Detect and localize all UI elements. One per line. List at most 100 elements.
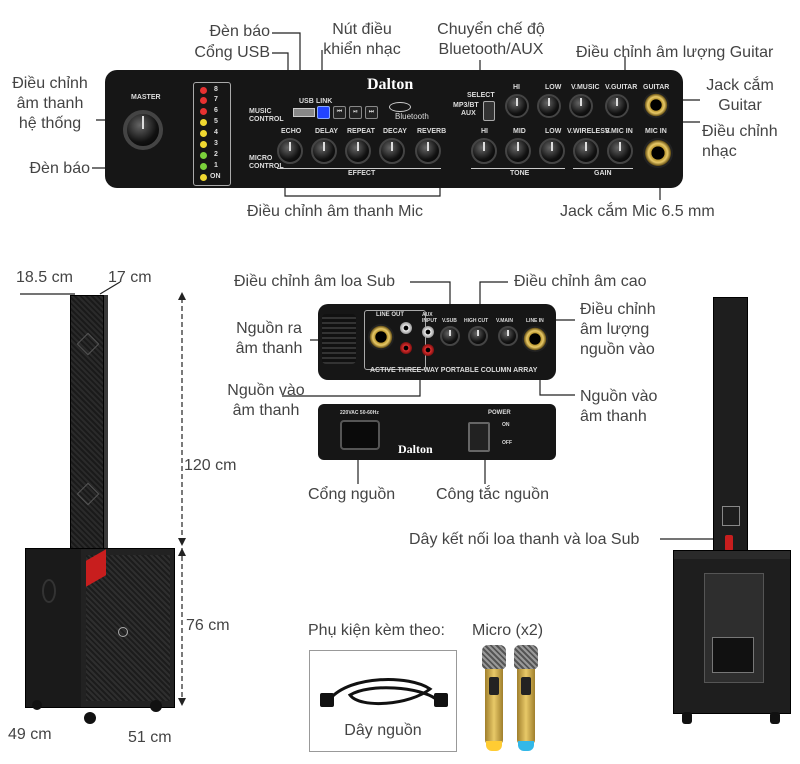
mic-in-label: MIC IN — [645, 128, 667, 135]
sub-volume-knob[interactable] — [440, 326, 460, 346]
tone-label-mid: MID — [513, 128, 526, 135]
microphone-2-display — [521, 677, 531, 695]
decay-knob[interactable] — [379, 138, 405, 164]
power-inlet[interactable] — [340, 420, 380, 450]
echo-knob[interactable] — [277, 138, 303, 164]
led-label-7: 7 — [214, 96, 218, 103]
effect-group-line — [277, 168, 441, 169]
cooling-fins — [322, 314, 356, 364]
usb-port[interactable] — [293, 108, 315, 117]
label-dieu-chinh-cao: Điều chỉnh âm cao — [514, 273, 647, 290]
label-cong-nguon: Cổng nguồn — [308, 486, 396, 503]
v-main-label: V.MAIN — [496, 318, 514, 324]
power-switch[interactable] — [468, 422, 490, 452]
power-panel-brand: Dalton — [398, 442, 433, 456]
music-volume-knob[interactable] — [569, 94, 593, 118]
subwoofer-logo — [118, 627, 128, 637]
effect-label-echo: ECHO — [281, 128, 302, 135]
label-nut-dieu-khien: Nút điều khiển nhạc — [323, 21, 401, 58]
main-volume-knob[interactable] — [498, 326, 518, 346]
tone-low-knob[interactable] — [539, 138, 565, 164]
off-label: OFF — [502, 440, 512, 446]
play-pause-button[interactable]: ⏯ — [349, 106, 362, 119]
mode-select-switch[interactable] — [483, 101, 495, 121]
power-cord-icon — [320, 678, 448, 707]
music-hi-knob[interactable] — [505, 94, 529, 118]
led-4 — [200, 130, 207, 137]
label-dieu-chinh-mic: Điều chỉnh âm thanh Mic — [246, 203, 424, 220]
wireless-volume-knob[interactable] — [573, 138, 599, 164]
led-label-1: 1 — [214, 162, 218, 169]
column-speaker-front — [70, 295, 104, 552]
subwoofer-grille — [86, 555, 170, 701]
reverb-knob[interactable] — [415, 138, 441, 164]
led-label-on: ON — [210, 173, 221, 180]
line-out-rca-red[interactable] — [400, 342, 412, 354]
music-knob-label-low: LOW — [545, 84, 562, 91]
subwoofer-side — [26, 549, 81, 707]
label-jack-guitar: Jack cắm Guitar — [706, 77, 774, 114]
label-nguon-ra: Nguồn ra âm thanh — [235, 320, 303, 357]
led-label-6: 6 — [214, 107, 218, 114]
link-button[interactable] — [317, 106, 330, 119]
wheel-front-left — [32, 700, 42, 710]
music-low-knob[interactable] — [537, 94, 561, 118]
line-out-rca-white[interactable] — [400, 322, 412, 334]
music-control-label: MUSIC CONTROL — [249, 108, 284, 123]
label-dieu-chinh-he-thong: Điều chỉnh âm thanh hệ thống — [12, 75, 88, 132]
effect-group-label: EFFECT — [345, 170, 379, 177]
next-button[interactable]: ⏭ — [365, 106, 378, 119]
aux-input-label: AUX INPUT — [422, 312, 437, 324]
tone-group-line — [471, 168, 565, 169]
led-6 — [200, 108, 207, 115]
aux-input-rca-white[interactable] — [422, 326, 434, 338]
mic-in-jack[interactable] — [643, 138, 673, 168]
tone-group-label: TONE — [507, 170, 533, 177]
bluetooth-label: Bluetooth — [395, 112, 429, 121]
microphone-2-ring — [518, 741, 534, 751]
led-label-4: 4 — [214, 129, 218, 136]
line-out-jack[interactable] — [368, 324, 394, 350]
high-cut-knob[interactable] — [468, 326, 488, 346]
line-in-jack[interactable] — [522, 326, 548, 352]
on-label: ON — [502, 422, 510, 428]
guitar-jack[interactable] — [643, 92, 669, 118]
column-diamond-pattern-bottom — [76, 482, 100, 506]
tone-mid-knob[interactable] — [505, 138, 531, 164]
label-cable: Dây kết nối loa thanh và loa Sub — [409, 531, 640, 548]
microphone-1-head — [482, 645, 506, 669]
repeat-knob[interactable] — [345, 138, 371, 164]
master-label: MASTER — [131, 94, 161, 101]
subwoofer-rear-top-edge — [674, 551, 790, 559]
label-cong-tac: Công tắc nguồn — [436, 486, 549, 503]
guitar-volume-knob[interactable] — [605, 94, 629, 118]
rear-panel-title: ACTIVE THREE-WAY PORTABLE COLUMN ARRAY — [370, 367, 538, 374]
led-label-8: 8 — [214, 86, 218, 93]
tone-hi-knob[interactable] — [471, 138, 497, 164]
effect-label-decay: DECAY — [383, 128, 407, 135]
prev-button[interactable]: ⏮ — [333, 106, 346, 119]
label-nguon-vao-left: Nguồn vào âm thanh — [227, 382, 305, 419]
aux-input-rca-red[interactable] — [422, 344, 434, 356]
label-dieu-chinh-guitar: Điều chỉnh âm lượng Guitar — [576, 44, 774, 61]
label-dieu-chinh-nhac: Điều chỉnh nhạc — [702, 123, 778, 160]
effect-label-repeat: REPEAT — [347, 128, 375, 135]
label-dieu-chinh-sub: Điều chỉnh âm loa Sub — [234, 273, 395, 290]
bluetooth-icon — [389, 102, 411, 112]
label-cong-usb: Cổng USB — [194, 44, 270, 61]
microphone-2 — [514, 645, 538, 753]
dim-width-sub: 51 cm — [128, 729, 172, 746]
power-cord-label: Dây nguồn — [344, 722, 422, 739]
master-knob[interactable] — [123, 110, 163, 150]
column-speaker-rear — [713, 297, 748, 551]
led-1 — [200, 163, 207, 170]
delay-knob[interactable] — [311, 138, 337, 164]
effect-label-reverb: REVERB — [417, 128, 447, 135]
led-on — [200, 174, 207, 181]
gain-label-wireless: V.WIRELESS — [567, 128, 610, 135]
dim-depth-top: 18.5 cm — [16, 269, 73, 286]
microphone-1-display — [489, 677, 499, 695]
column-diamond-pattern-top — [76, 332, 100, 356]
gain-group-label: GAIN — [591, 170, 615, 177]
mic-in-volume-knob[interactable] — [607, 138, 633, 164]
